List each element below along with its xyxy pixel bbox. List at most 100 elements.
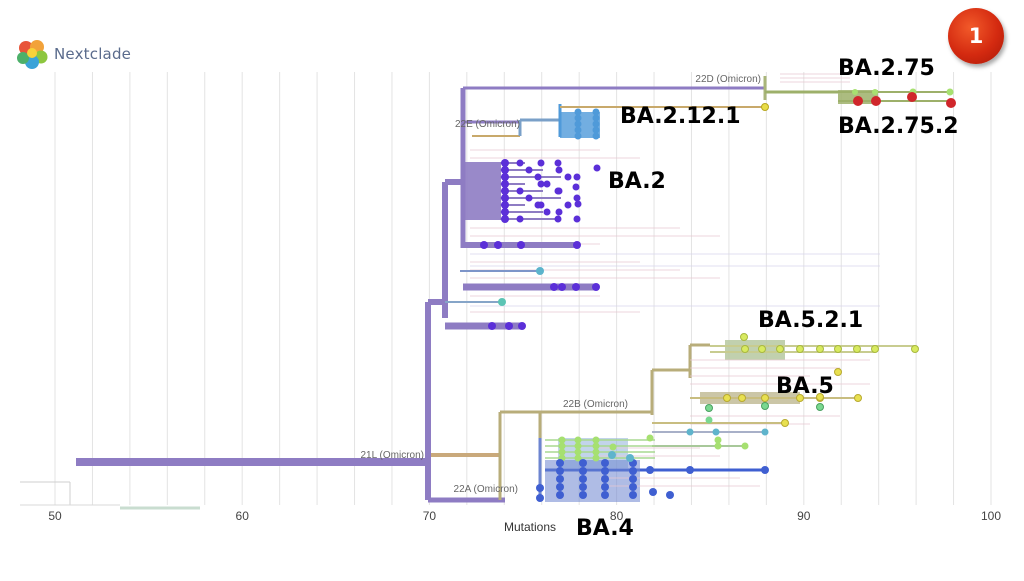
tip-node bbox=[761, 466, 769, 474]
tip-node bbox=[558, 436, 566, 444]
tip-node bbox=[592, 436, 600, 444]
tip-node bbox=[601, 467, 609, 475]
branch-node-label: 22A (Omicron) bbox=[454, 484, 518, 495]
tip-node bbox=[712, 428, 720, 436]
tip-node bbox=[740, 333, 748, 341]
tip-node bbox=[558, 283, 566, 291]
tip-node bbox=[592, 120, 600, 128]
tip-node bbox=[705, 404, 713, 412]
clade-block bbox=[463, 162, 501, 220]
tip-node bbox=[501, 187, 509, 195]
tip-node bbox=[761, 428, 769, 436]
tip-node bbox=[579, 491, 587, 499]
tip-node bbox=[608, 451, 616, 459]
tip-node bbox=[501, 194, 509, 202]
tip-node bbox=[574, 200, 582, 208]
tip-node bbox=[537, 159, 545, 167]
tip-node bbox=[761, 103, 769, 111]
tip-node bbox=[573, 215, 581, 223]
tip-node bbox=[554, 187, 562, 195]
tip-node bbox=[564, 173, 572, 181]
tip-node bbox=[536, 267, 544, 275]
tip-node bbox=[516, 159, 524, 167]
clade-block bbox=[725, 340, 785, 360]
x-tick-label: 50 bbox=[48, 509, 62, 523]
tip-node bbox=[564, 201, 572, 209]
tip-node bbox=[592, 283, 600, 291]
tip-node bbox=[871, 345, 879, 353]
tip-node bbox=[555, 208, 563, 216]
tip-node bbox=[494, 241, 502, 249]
tip-node bbox=[574, 442, 582, 450]
app-name: Nextclade bbox=[54, 45, 132, 63]
tip-node bbox=[816, 393, 824, 401]
clade-label-ba2-75-2: BA.2.75.2 bbox=[838, 114, 959, 139]
slide-number-badge: 1 bbox=[948, 8, 1004, 64]
branch-node-label: 22D (Omicron) bbox=[695, 74, 761, 85]
tip-node bbox=[609, 443, 617, 451]
tip-node bbox=[592, 108, 600, 116]
tip-node bbox=[776, 345, 784, 353]
tip-node bbox=[629, 483, 637, 491]
tip-node bbox=[574, 126, 582, 134]
tip-node bbox=[574, 120, 582, 128]
tip-node bbox=[534, 173, 542, 181]
clade-label-ba5: BA.5 bbox=[776, 374, 834, 399]
tip-node bbox=[666, 491, 674, 499]
tip-node bbox=[574, 132, 582, 140]
tip-node bbox=[601, 483, 609, 491]
tree-tips bbox=[480, 88, 956, 502]
tip-node bbox=[550, 283, 558, 291]
tip-node bbox=[646, 466, 654, 474]
tip-node bbox=[573, 241, 581, 249]
tip-node bbox=[501, 173, 509, 181]
tip-node bbox=[556, 475, 564, 483]
tip-node bbox=[629, 467, 637, 475]
tip-node bbox=[911, 345, 919, 353]
tip-node bbox=[629, 491, 637, 499]
tip-node bbox=[592, 448, 600, 456]
tip-node bbox=[516, 187, 524, 195]
tip-node bbox=[601, 491, 609, 499]
tip-node bbox=[536, 494, 544, 502]
tip-node bbox=[556, 483, 564, 491]
tip-node bbox=[592, 442, 600, 450]
clade-label-ba2-75: BA.2.75 bbox=[838, 56, 935, 81]
tip-node bbox=[501, 208, 509, 216]
tip-node bbox=[946, 88, 954, 96]
tip-node bbox=[872, 89, 878, 95]
tip-node bbox=[579, 475, 587, 483]
tip-node bbox=[554, 159, 562, 167]
tip-node bbox=[686, 466, 694, 474]
tip-node bbox=[649, 488, 657, 496]
branch-node-label: 22B (Omicron) bbox=[563, 399, 628, 410]
tip-node bbox=[796, 345, 804, 353]
x-tick-label: 60 bbox=[236, 509, 250, 523]
tree-branches bbox=[20, 73, 950, 510]
tip-node bbox=[714, 436, 722, 444]
tip-node bbox=[543, 180, 551, 188]
branch-node-label: 22E (Omicron) bbox=[455, 119, 520, 130]
tip-node bbox=[592, 132, 600, 140]
tip-node bbox=[714, 442, 722, 450]
clade-label-ba2: BA.2 bbox=[608, 169, 666, 194]
tip-node bbox=[579, 467, 587, 475]
tip-node bbox=[501, 159, 509, 167]
tip-node bbox=[781, 419, 789, 427]
tip-node bbox=[853, 96, 863, 106]
tip-node bbox=[579, 459, 587, 467]
tip-node bbox=[738, 394, 746, 402]
tip-node bbox=[501, 215, 509, 223]
x-tick-label: 90 bbox=[797, 509, 811, 523]
tip-node bbox=[554, 215, 562, 223]
tip-node bbox=[572, 183, 580, 191]
tip-node bbox=[574, 454, 582, 462]
tip-node bbox=[579, 483, 587, 491]
tip-node bbox=[536, 484, 544, 492]
tip-node bbox=[741, 345, 749, 353]
tip-node bbox=[573, 194, 581, 202]
tip-node bbox=[816, 345, 824, 353]
tip-node bbox=[480, 241, 488, 249]
clade-label-ba2-12-1: BA.2.12.1 bbox=[620, 104, 741, 129]
